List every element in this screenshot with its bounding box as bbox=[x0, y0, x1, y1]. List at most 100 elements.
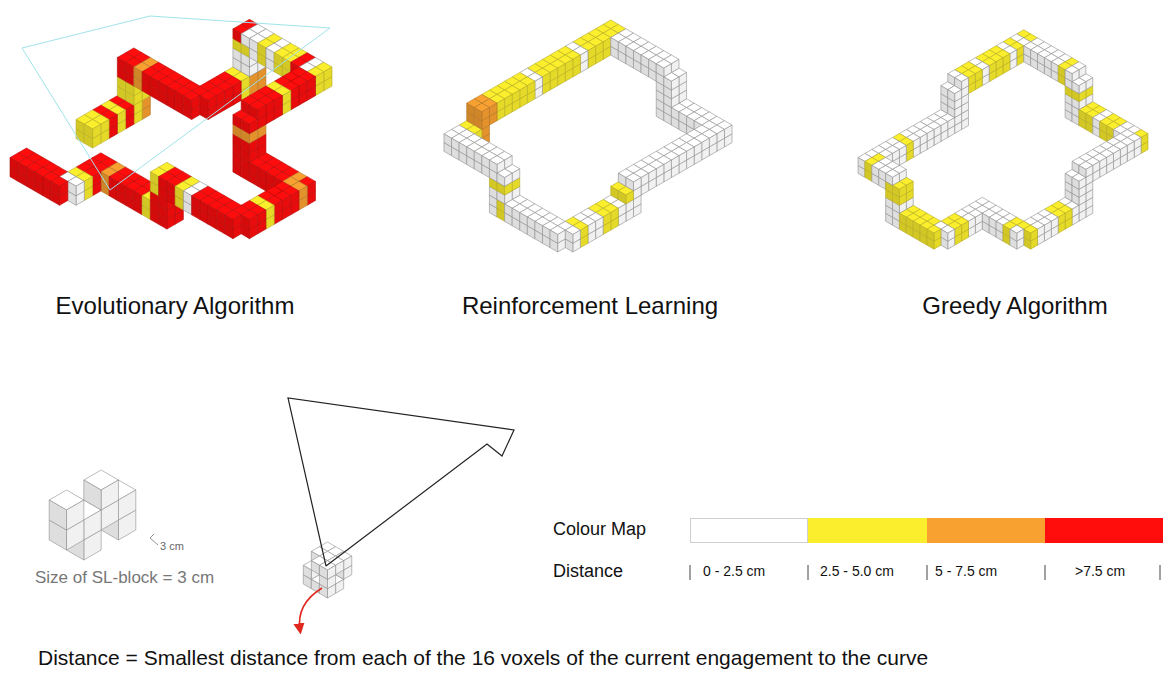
voxel-face bbox=[641, 173, 649, 186]
voxel-face bbox=[527, 81, 535, 94]
voxel-face bbox=[159, 81, 167, 95]
voxel-face bbox=[1017, 46, 1024, 58]
voxel-face bbox=[633, 51, 641, 64]
voxel-face bbox=[126, 105, 134, 119]
voxel-face bbox=[134, 67, 142, 81]
voxel-face bbox=[913, 221, 920, 233]
voxel-face bbox=[611, 186, 619, 199]
voxel-face bbox=[35, 172, 43, 186]
voxel-face bbox=[872, 165, 879, 177]
voxel-face bbox=[117, 110, 125, 124]
voxel-face bbox=[307, 181, 315, 195]
voxel-face bbox=[200, 96, 208, 110]
voxel-structure-greedy bbox=[858, 30, 1148, 249]
voxel-face bbox=[1010, 229, 1017, 241]
voxel-face bbox=[311, 561, 319, 575]
panel-title: Reinforcement Learning bbox=[462, 292, 718, 320]
voxel-face bbox=[84, 510, 101, 540]
voxel-face bbox=[687, 147, 695, 160]
voxel-face bbox=[266, 172, 274, 186]
voxel-face bbox=[906, 217, 913, 229]
panel-title: Evolutionary Algorithm bbox=[56, 292, 295, 320]
voxel-face bbox=[76, 119, 84, 133]
voxel-face bbox=[68, 181, 76, 195]
voxel-face bbox=[150, 77, 158, 91]
voxel-face bbox=[664, 160, 672, 173]
voxel-face bbox=[1044, 221, 1051, 233]
legend-swatch bbox=[808, 518, 927, 543]
voxel-face bbox=[1072, 177, 1079, 189]
voxel-face bbox=[913, 138, 920, 150]
voxel-face bbox=[208, 96, 216, 110]
voxel-face bbox=[192, 196, 200, 210]
voxel-face bbox=[899, 169, 906, 181]
voxel-face bbox=[520, 213, 528, 226]
voxel-face bbox=[626, 191, 634, 204]
voxel-face bbox=[611, 208, 619, 221]
voxel-face bbox=[535, 77, 543, 90]
voxel-face bbox=[266, 100, 274, 114]
voxel-face bbox=[167, 86, 175, 100]
curve-line bbox=[22, 16, 330, 190]
engagement-cluster bbox=[303, 542, 352, 598]
voxel-face bbox=[1024, 46, 1031, 58]
voxel-face bbox=[291, 191, 299, 205]
voxel-face bbox=[948, 118, 955, 130]
voxel-face bbox=[671, 77, 679, 90]
voxel-face bbox=[258, 210, 266, 224]
voxel-face bbox=[200, 201, 208, 215]
voxel-face bbox=[84, 480, 101, 510]
voxel-face bbox=[482, 156, 490, 169]
label-text: Size of SL-block = 3 cm bbox=[35, 568, 214, 588]
voxel-face bbox=[906, 181, 913, 193]
voxel-face bbox=[249, 105, 257, 119]
voxel-face bbox=[948, 229, 955, 241]
callout-arrow bbox=[299, 588, 322, 630]
voxel-face bbox=[1079, 82, 1086, 94]
voxel-face bbox=[233, 115, 241, 129]
voxel-structure-rl bbox=[444, 20, 732, 252]
voxel-face bbox=[126, 62, 134, 76]
voxel-face bbox=[573, 55, 581, 68]
voxel-face bbox=[893, 149, 900, 161]
voxel-face bbox=[886, 173, 893, 185]
voxel-face bbox=[1086, 165, 1093, 177]
voxel-face bbox=[671, 108, 679, 121]
dimension-line bbox=[150, 534, 158, 545]
voxel-face bbox=[641, 55, 649, 68]
label-text: Distance bbox=[553, 561, 623, 582]
voxel-face bbox=[258, 105, 266, 119]
voxel-face bbox=[444, 134, 452, 147]
voxel-face bbox=[1079, 177, 1086, 189]
tick bbox=[690, 565, 691, 580]
voxel-face bbox=[1058, 213, 1065, 225]
voxel-face bbox=[1031, 229, 1038, 241]
voxel-face bbox=[962, 221, 969, 233]
voxel-face bbox=[687, 116, 695, 129]
voxel-face bbox=[60, 181, 68, 195]
voxel-face bbox=[336, 579, 344, 593]
voxel-face bbox=[233, 29, 241, 43]
voxel-face bbox=[76, 181, 84, 195]
voxel-face bbox=[175, 186, 183, 200]
voxel-face bbox=[679, 112, 687, 125]
voxel-face bbox=[565, 230, 573, 243]
legend-label: 0 - 2.5 cm bbox=[703, 563, 765, 579]
voxel-face bbox=[550, 68, 558, 81]
voxel-face bbox=[906, 141, 913, 153]
voxel-face bbox=[324, 67, 332, 81]
voxel-face bbox=[282, 91, 290, 105]
voxel-face bbox=[249, 162, 257, 176]
voxel-face bbox=[1051, 62, 1058, 74]
voxel-face bbox=[1134, 138, 1141, 150]
voxel-face bbox=[505, 173, 513, 186]
voxel-face bbox=[328, 565, 336, 579]
voxel-face bbox=[664, 77, 672, 90]
voxel-face bbox=[948, 74, 955, 86]
voxel-face bbox=[1017, 229, 1024, 241]
voxel-face bbox=[299, 186, 307, 200]
voxel-face bbox=[941, 229, 948, 241]
voxel-face bbox=[580, 226, 588, 239]
voxel-face bbox=[941, 86, 948, 98]
voxel-face bbox=[709, 134, 717, 147]
